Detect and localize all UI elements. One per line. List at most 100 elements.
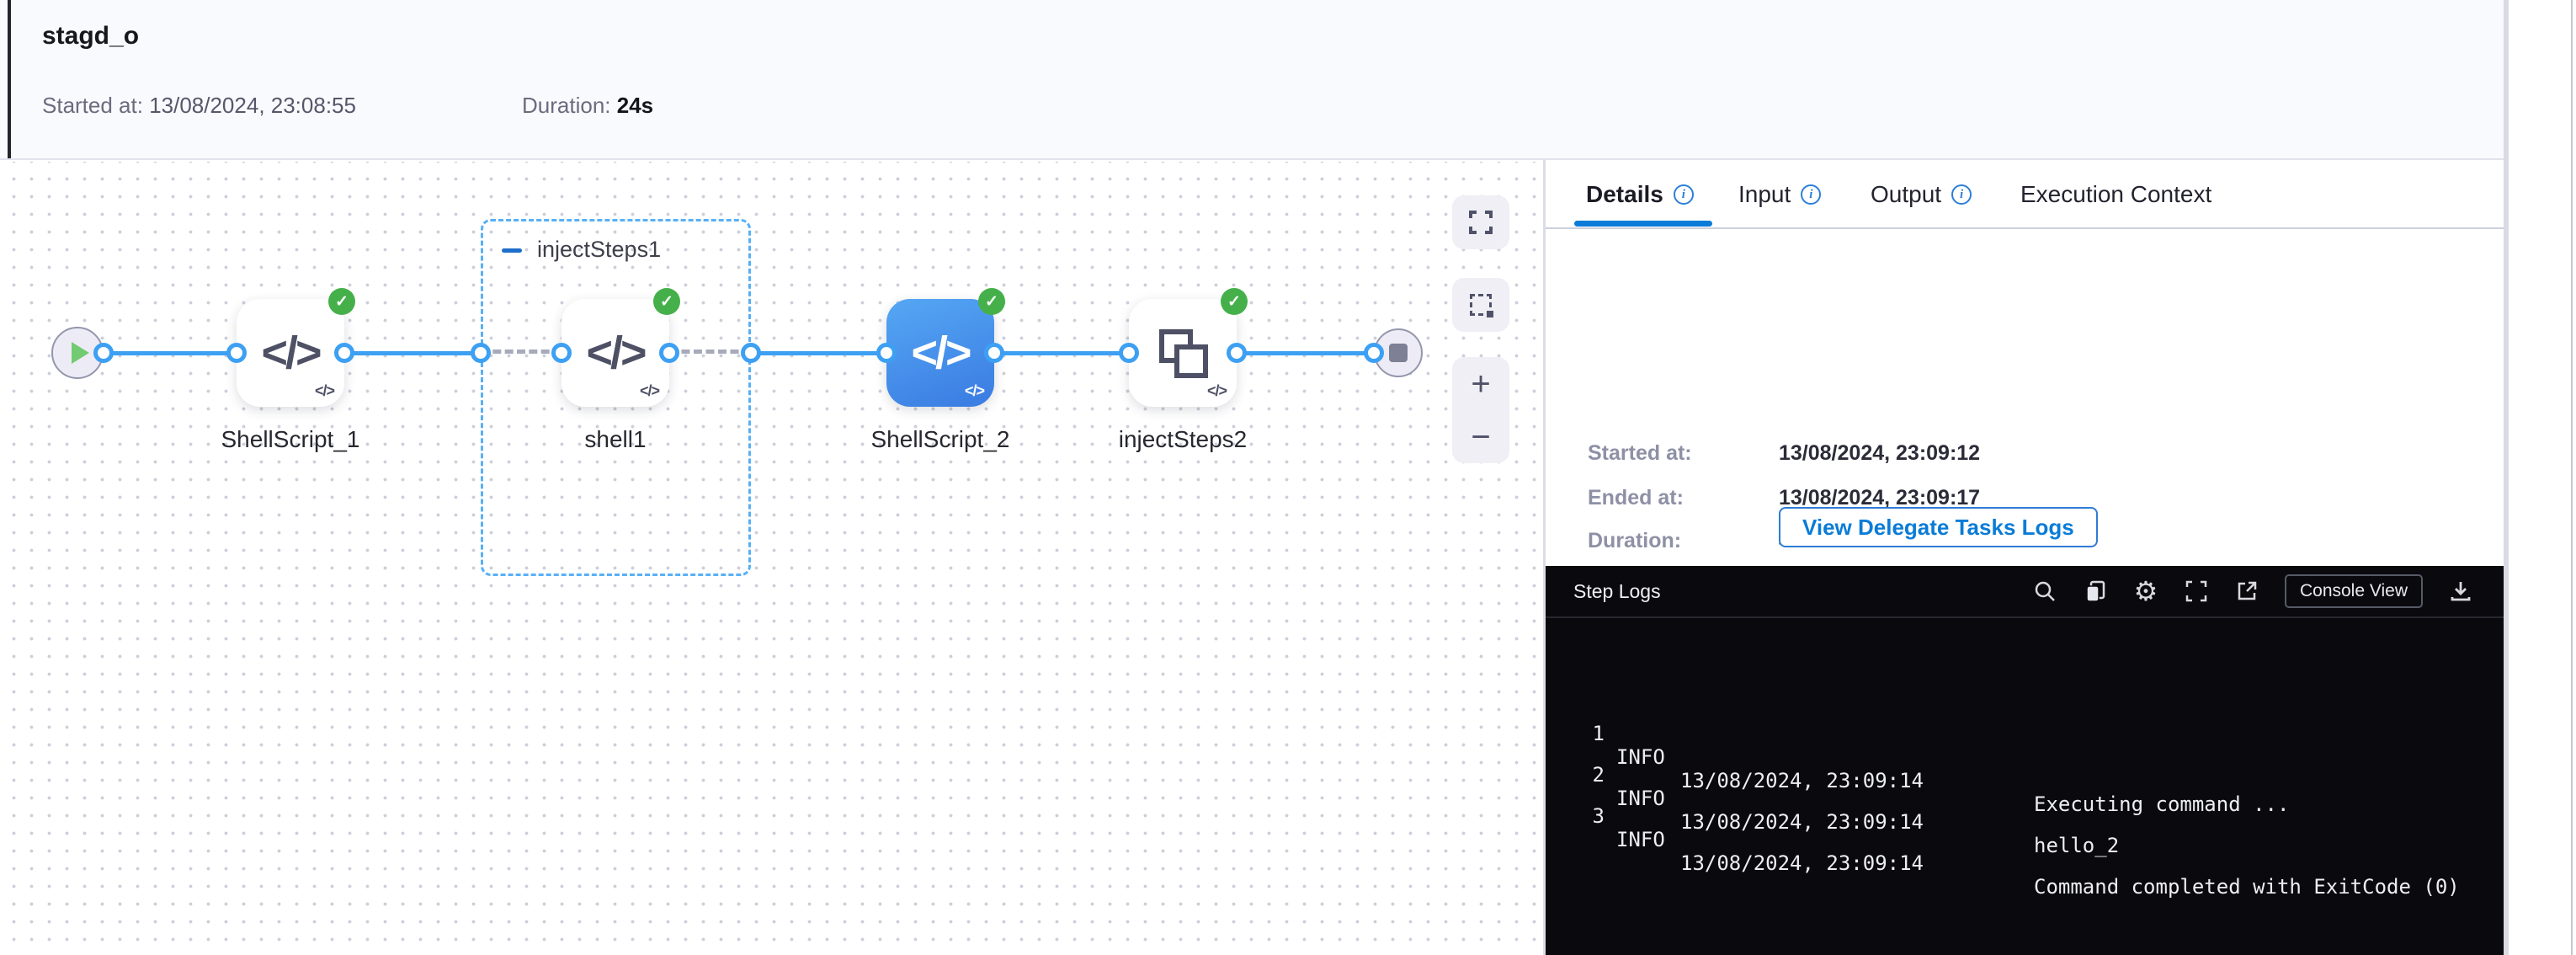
info-icon[interactable]: i: [1951, 184, 1972, 205]
node-shellscript-1[interactable]: </> </> ✓: [237, 288, 355, 407]
field-value-ended: 13/08/2024, 23:09:17: [1779, 486, 1981, 510]
right-scroll-gutter[interactable]: [2504, 0, 2576, 955]
stage-header: stagd_o Started at: 13/08/2024, 23:08:55…: [0, 0, 2505, 160]
log-level: INFO: [1616, 745, 1665, 769]
zoom-in-icon[interactable]: +: [1471, 365, 1491, 403]
log-level: INFO: [1616, 787, 1665, 810]
success-check-icon: ✓: [653, 288, 680, 315]
fullscreen-icon: [1469, 211, 1493, 234]
download-icon[interactable]: [2448, 579, 2473, 604]
tab-input[interactable]: Input i: [1738, 162, 1822, 227]
log-line: 2 INFO 13/08/2024, 23:09:14 hello_2: [1546, 739, 2504, 857]
connection-point: [1119, 343, 1139, 363]
edge-shellscript1-group: [344, 351, 481, 355]
start-node[interactable]: [51, 327, 104, 379]
field-label-duration: Duration:: [1588, 529, 1682, 552]
code-subicon: </>: [964, 382, 985, 399]
canvas-fullscreen-button[interactable]: [1452, 195, 1509, 249]
tab-execution-context-label: Execution Context: [2020, 181, 2212, 207]
tab-output[interactable]: Output i: [1871, 162, 1972, 227]
node-injectsteps2[interactable]: </> ✓: [1129, 288, 1248, 407]
duration-label: Duration:: [522, 93, 617, 118]
open-external-icon[interactable]: [2234, 579, 2259, 604]
details-tab-bar: Details i Input i Output i Execution Con…: [1546, 162, 2504, 229]
field-label-started: Started at:: [1588, 441, 1692, 465]
code-subicon: </>: [314, 382, 335, 399]
edge-shellscript2-injectsteps2: [994, 351, 1129, 355]
step-logs-panel: Step Logs ⚙ Console View: [1546, 566, 2504, 955]
canvas-selection-button[interactable]: [1452, 278, 1509, 332]
play-icon: [71, 342, 89, 364]
log-line-number: 1: [1592, 722, 1605, 745]
step-group-icon: [1159, 329, 1208, 378]
stage-started-at: Started at: 13/08/2024, 23:08:55: [42, 93, 356, 119]
view-delegate-tasks-logs-button[interactable]: View Delegate Tasks Logs: [1779, 507, 2098, 547]
canvas-zoom-control[interactable]: + −: [1452, 357, 1509, 463]
collapse-group-icon[interactable]: [502, 248, 522, 253]
connection-point: [659, 343, 679, 363]
stage-title: stagd_o: [42, 22, 140, 50]
tab-details[interactable]: Details i: [1586, 162, 1694, 227]
collapsed-nav-edge: [8, 0, 11, 158]
stop-icon: [1389, 344, 1408, 362]
edge-group-shell1: [481, 349, 562, 354]
started-at-value: 13/08/2024, 23:08:55: [149, 93, 356, 118]
tab-input-label: Input: [1738, 181, 1791, 207]
shell-script-icon: </>: [911, 328, 971, 378]
connection-point: [334, 343, 354, 363]
tab-execution-context[interactable]: Execution Context: [2020, 162, 2211, 227]
stage-duration: Duration: 24s: [522, 93, 653, 119]
node-label-injectsteps2[interactable]: injectSteps2: [1118, 426, 1248, 452]
log-timestamp: 13/08/2024, 23:09:14: [1680, 851, 1924, 875]
connection-point: [471, 343, 491, 363]
connection-point: [984, 343, 1004, 363]
success-check-icon: ✓: [328, 288, 355, 315]
node-shell1[interactable]: </> </> ✓: [562, 288, 680, 407]
shell-script-icon: </>: [261, 328, 322, 378]
pipeline-canvas[interactable]: injectSteps1 </> </> ✓ ShellScript_1 </>…: [0, 162, 1543, 955]
console-view-button[interactable]: Console View: [2284, 574, 2423, 608]
log-line-number: 3: [1592, 804, 1605, 828]
log-message: Executing command ...: [2034, 792, 2290, 816]
log-line: 3 INFO 13/08/2024, 23:09:14 Command comp…: [1546, 781, 2504, 899]
connection-point: [551, 343, 572, 363]
node-label-shellscript-1[interactable]: ShellScript_1: [221, 426, 360, 452]
tab-output-label: Output: [1871, 181, 1942, 207]
field-value-started: 13/08/2024, 23:09:12: [1779, 441, 1981, 465]
log-message: hello_2: [2034, 834, 2120, 857]
connection-point: [741, 343, 761, 363]
node-label-shell1[interactable]: shell1: [584, 426, 647, 452]
tab-details-label: Details: [1586, 181, 1663, 207]
active-tab-indicator: [1574, 221, 1712, 227]
search-icon[interactable]: [2032, 579, 2057, 604]
code-subicon: </>: [1206, 382, 1227, 399]
log-level: INFO: [1616, 828, 1665, 851]
connection-point: [226, 343, 247, 363]
connection-point: [93, 343, 114, 363]
copy-icon[interactable]: [2083, 579, 2108, 604]
field-label-ended: Ended at:: [1588, 486, 1684, 510]
log-timestamp: 13/08/2024, 23:09:14: [1680, 769, 1924, 792]
edge-group-shellscript2: [751, 351, 886, 355]
step-logs-toolbar: ⚙ Console View: [2032, 574, 2473, 608]
edge-shell1-group: [669, 349, 751, 354]
success-check-icon: ✓: [978, 288, 1005, 315]
code-subicon: </>: [639, 382, 660, 399]
panel-divider[interactable]: [1543, 160, 1546, 955]
node-shellscript-2-selected[interactable]: </> </> ✓: [886, 288, 1005, 407]
connection-point: [1364, 343, 1384, 363]
window-edge: [2571, 0, 2573, 955]
duration-value: 24s: [616, 93, 654, 118]
expand-fullscreen-icon[interactable]: [2184, 579, 2209, 604]
selection-icon: [1470, 294, 1493, 317]
node-label-shellscript-2[interactable]: ShellScript_2: [870, 426, 1010, 452]
info-icon[interactable]: i: [1673, 184, 1694, 205]
log-timestamp: 13/08/2024, 23:09:14: [1680, 810, 1924, 834]
shell-script-icon: </>: [586, 328, 647, 378]
step-group-injectSteps1[interactable]: injectSteps1: [481, 219, 751, 576]
info-icon[interactable]: i: [1801, 184, 1822, 205]
zoom-out-icon[interactable]: −: [1471, 418, 1491, 456]
settings-gear-icon[interactable]: ⚙: [2133, 576, 2158, 606]
log-line: 1 INFO 13/08/2024, 23:09:14 Executing co…: [1546, 698, 2504, 816]
step-group-label[interactable]: injectSteps1: [537, 237, 662, 262]
